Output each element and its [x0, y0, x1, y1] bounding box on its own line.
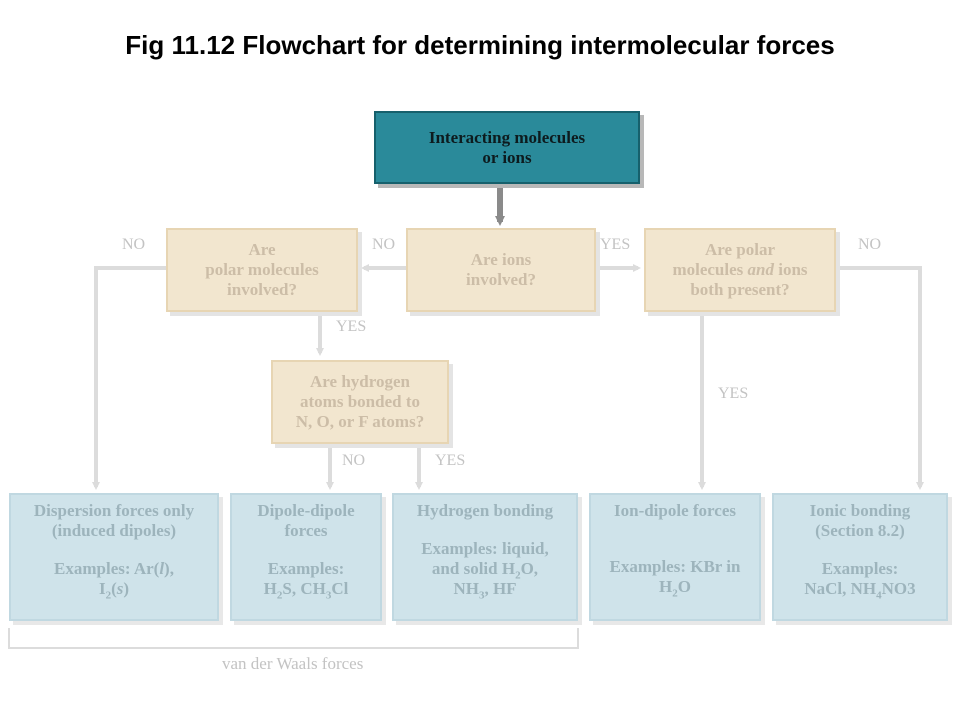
label-no-polar-ions: NO	[858, 236, 882, 253]
van-der-waals-bracket	[8, 628, 579, 649]
arrow-polar-no-to-dispersion	[92, 266, 166, 490]
start-box: Interacting molecules or ions	[374, 111, 640, 184]
outcome-dipole-dipole: Dipole-dipole forces Examples: H2S, CH3C…	[230, 493, 382, 621]
label-yes-hydrogen: YES	[435, 452, 466, 469]
label-yes-polar-ions: YES	[718, 385, 749, 402]
outcome-dispersion-forces: Dispersion forces only (induced dipoles)…	[9, 493, 219, 621]
question-polar-and-ions: Are polar molecules and ions both presen…	[644, 228, 836, 312]
label-yes-ions: YES	[600, 236, 631, 253]
outcome-hydrogen-bonding: Hydrogen bonding Examples: liquid, and s…	[392, 493, 578, 621]
label-no-ions: NO	[372, 236, 396, 253]
van-der-waals-label: van der Waals forces	[222, 654, 364, 673]
question-ions-involved: Are ions involved?	[406, 228, 596, 312]
label-no-hydrogen: NO	[342, 452, 366, 469]
question-hydrogen-bonded: Are hydrogen atoms bonded to N, O, or F …	[271, 360, 449, 444]
outcome-ion-dipole: Ion-dipole forces Examples: KBr in H2O	[589, 493, 761, 621]
label-yes-polar: YES	[336, 318, 367, 335]
label-no-polar: NO	[122, 236, 146, 253]
question-polar-molecules: Are polar molecules involved?	[166, 228, 358, 312]
outcome-ionic-bonding: Ionic bonding (Section 8.2) Examples: Na…	[772, 493, 948, 621]
arrow-polar-ions-no-to-ionic	[836, 266, 924, 490]
figure-title: Fig 11.12 Flowchart for determining inte…	[125, 30, 835, 60]
